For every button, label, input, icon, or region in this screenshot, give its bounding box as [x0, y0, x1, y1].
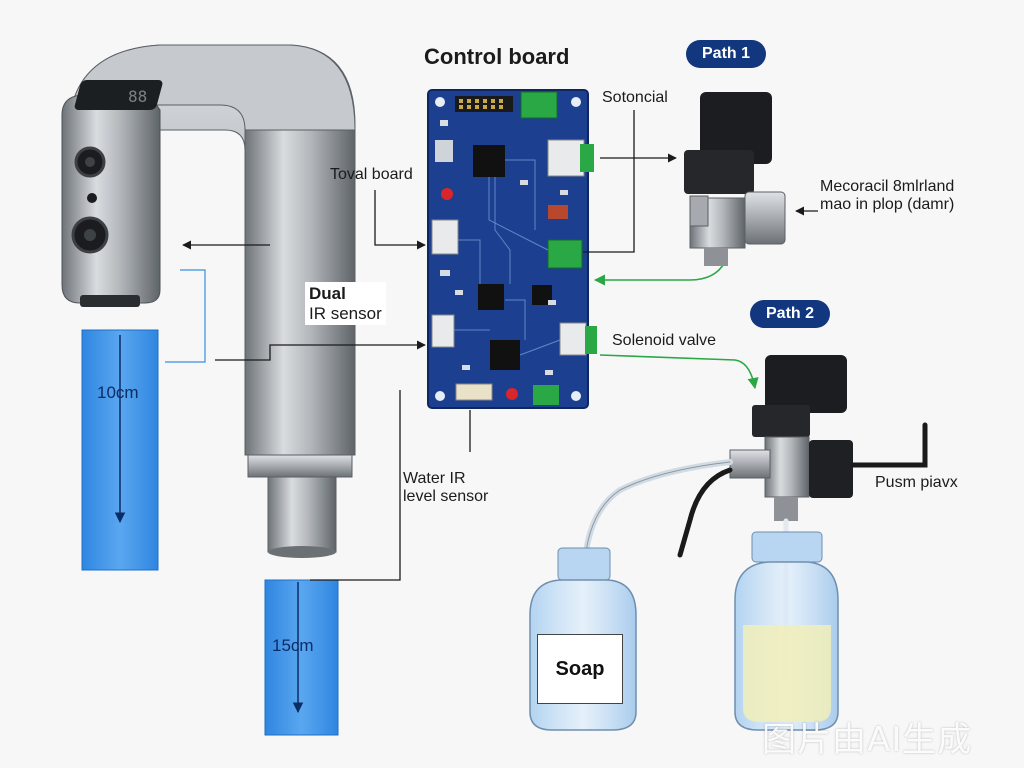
control-board: [427, 89, 597, 409]
lower-measurement: 15cm: [272, 636, 314, 655]
watermark: 图片由AI生成: [762, 720, 973, 760]
green-wire-valve: [599, 354, 759, 390]
dual-ir-sensor-label: Dual IR sensor: [305, 282, 386, 326]
reservoir-bottle: [734, 531, 839, 731]
solenoid-valve-label: Solenoid valve: [612, 332, 717, 349]
upper-detection-zone: [81, 329, 159, 571]
water-ir-line1: Water IR: [403, 470, 466, 487]
dual-ir-line2: IR sensor: [309, 303, 382, 323]
control-board-title: Control board: [424, 44, 570, 69]
mechanical-label: Mecoracil 8mlrland mao in plop (damr): [820, 178, 954, 215]
dual-ir-line1: Dual: [309, 284, 346, 303]
upper-measurement: 10cm: [97, 383, 139, 402]
path-1-badge: Path 1: [686, 40, 767, 68]
mechanical-line2: mao in plop (damr): [820, 196, 955, 214]
pump-label: Pusm piavx: [875, 474, 958, 491]
connection-lines: [182, 110, 818, 581]
zone-bracket: [165, 269, 206, 363]
solenoid-valve-path2: [729, 355, 853, 521]
lower-detection-zone: [264, 579, 339, 736]
soap-label: Soap: [537, 634, 623, 704]
svg-text:88: 88: [128, 87, 147, 106]
solenoid-label-top: Sotoncial: [602, 89, 668, 106]
tonal-board-label: Toval board: [330, 166, 413, 183]
solenoid-valve-path1: [684, 92, 786, 266]
faucet-body: 88: [61, 44, 356, 558]
mechanical-line1: Mecoracil 8mlrland: [820, 178, 955, 195]
path-2-badge: Path 2: [750, 300, 831, 328]
water-ir-line2: level sensor: [403, 488, 489, 506]
water-ir-level-sensor-label: Water IR level sensor: [403, 470, 488, 507]
